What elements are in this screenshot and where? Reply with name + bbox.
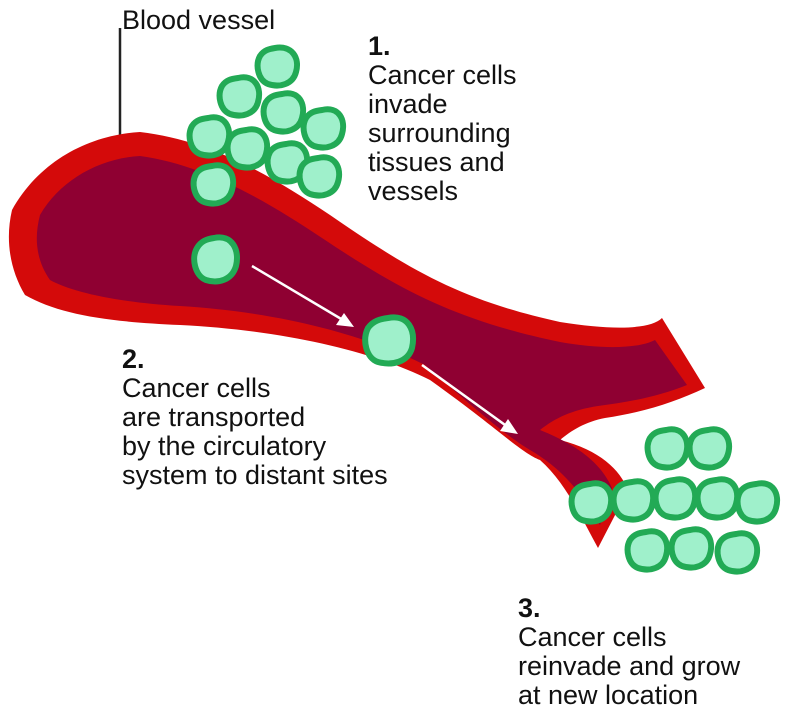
step-3-number: 3. [518, 594, 740, 623]
new-site-cell-cluster [572, 429, 777, 571]
cancer-cell [228, 129, 267, 167]
cancer-cell [698, 479, 737, 517]
step-1-line: surrounding [368, 119, 517, 148]
cancer-cell [572, 483, 611, 521]
step-2-line: by the circulatory [122, 432, 388, 461]
cancer-cell [264, 93, 303, 131]
step-1-text: 1. Cancer cells invade surrounding tissu… [368, 32, 517, 206]
cancer-cell [738, 483, 777, 521]
blood-vessel-label: Blood vessel [122, 6, 275, 35]
step-2-line: system to distant sites [122, 461, 388, 490]
step-3-line: reinvade and grow [518, 652, 740, 681]
cancer-cell [258, 48, 297, 86]
cancer-cell [672, 529, 711, 567]
step-3-line: at new location [518, 681, 740, 710]
step-1-line: invade [368, 90, 517, 119]
step-2-number: 2. [122, 345, 388, 374]
cancer-cell [656, 479, 695, 517]
step-1-line: vessels [368, 177, 517, 206]
cancer-cell [628, 531, 667, 569]
cancer-cell [614, 481, 653, 519]
step-1-line: Cancer cells [368, 61, 517, 90]
step-3-text: 3. Cancer cells reinvade and grow at new… [518, 594, 740, 710]
step-2-line: Cancer cells [122, 374, 388, 403]
step-1-line: tissues and [368, 148, 517, 177]
step-3-line: Cancer cells [518, 623, 740, 652]
cancer-cell [304, 109, 343, 147]
step-2-text: 2. Cancer cells are transported by the c… [122, 345, 388, 490]
step-2-line: are transported [122, 403, 388, 432]
cancer-cell [194, 165, 233, 203]
cancer-cell [690, 429, 729, 467]
cancer-cell [718, 533, 757, 571]
cancer-cell [190, 117, 229, 155]
cancer-cell [648, 429, 687, 467]
step-1-number: 1. [368, 32, 517, 61]
cancer-cell [300, 157, 339, 195]
cancer-cell [220, 77, 259, 115]
cancer-cell [194, 237, 237, 281]
